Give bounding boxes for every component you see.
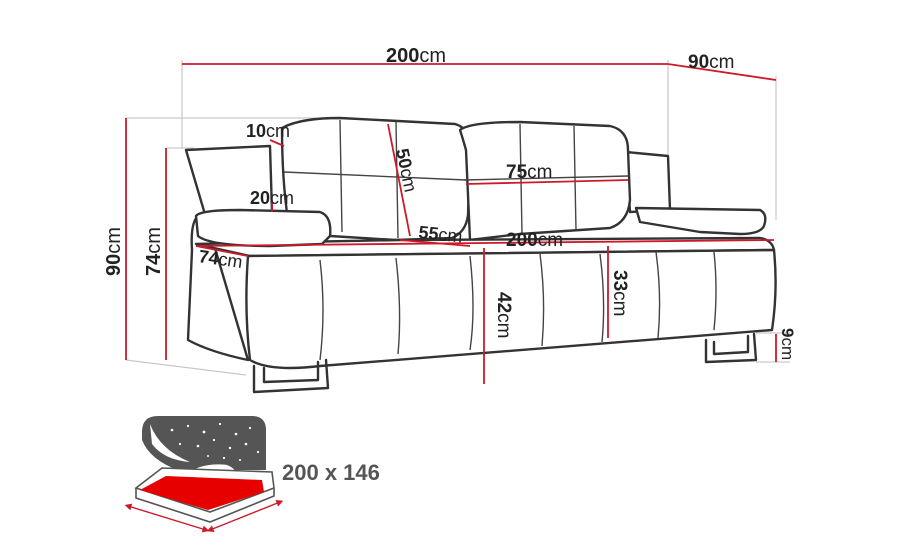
left-armrest-pad — [194, 208, 332, 248]
label-total-height: 90cm — [103, 227, 125, 276]
dim-line-cushion-width — [465, 179, 629, 185]
right-armrest-back — [624, 150, 672, 214]
dimension-lines — [125, 63, 777, 384]
label-backrest-height: 50cm — [392, 147, 421, 194]
left-leg — [252, 358, 330, 394]
sleeping-function-icon — [124, 416, 284, 533]
label-seat-depth: 55cm — [418, 222, 464, 246]
guide-lines — [125, 60, 790, 376]
label-seat-height: 42cm — [493, 292, 514, 338]
dim-line-backrest-top — [269, 139, 285, 147]
tufting-lines — [283, 119, 717, 361]
label-armrest-above-seat: 20cm — [250, 188, 294, 208]
dim-line-backrest-height — [387, 123, 411, 237]
dim-line-depth — [667, 63, 777, 81]
bed-width-arrow — [124, 503, 210, 533]
label-backrest-top-offset: 10cm — [246, 121, 290, 141]
moon-icon — [150, 424, 190, 462]
backrest-right-cushion — [458, 120, 632, 242]
label-side-depth: 74cm — [197, 246, 243, 272]
label-cushion-width: 75cm — [506, 162, 552, 183]
label-base-height: 33cm — [609, 270, 630, 316]
right-armrest-pad — [634, 206, 767, 236]
label-armrest-height: 74cm — [143, 227, 165, 276]
stars-icon — [170, 422, 260, 461]
backrest-left-cushion — [280, 116, 472, 242]
right-leg-inner — [712, 334, 750, 356]
sleeping-area-label: 200 x 146 — [282, 460, 380, 485]
sofa-drawing — [184, 116, 777, 394]
label-depth: 90cm — [688, 52, 734, 73]
seat-base — [245, 248, 777, 370]
dim-line-side-depth — [195, 245, 249, 257]
label-seat-width: 200cm — [506, 230, 563, 251]
right-leg — [704, 332, 758, 364]
label-leg-height: 9cm — [778, 328, 797, 360]
dim-line-seat-width — [195, 239, 775, 247]
label-total-width: 200cm — [386, 45, 446, 67]
dimension-labels: 200cm 90cm 90cm 74cm 10cm 20cm 50cm 75cm… — [103, 45, 797, 360]
left-leg-inner — [262, 360, 320, 384]
bed-length-arrow — [206, 500, 284, 532]
